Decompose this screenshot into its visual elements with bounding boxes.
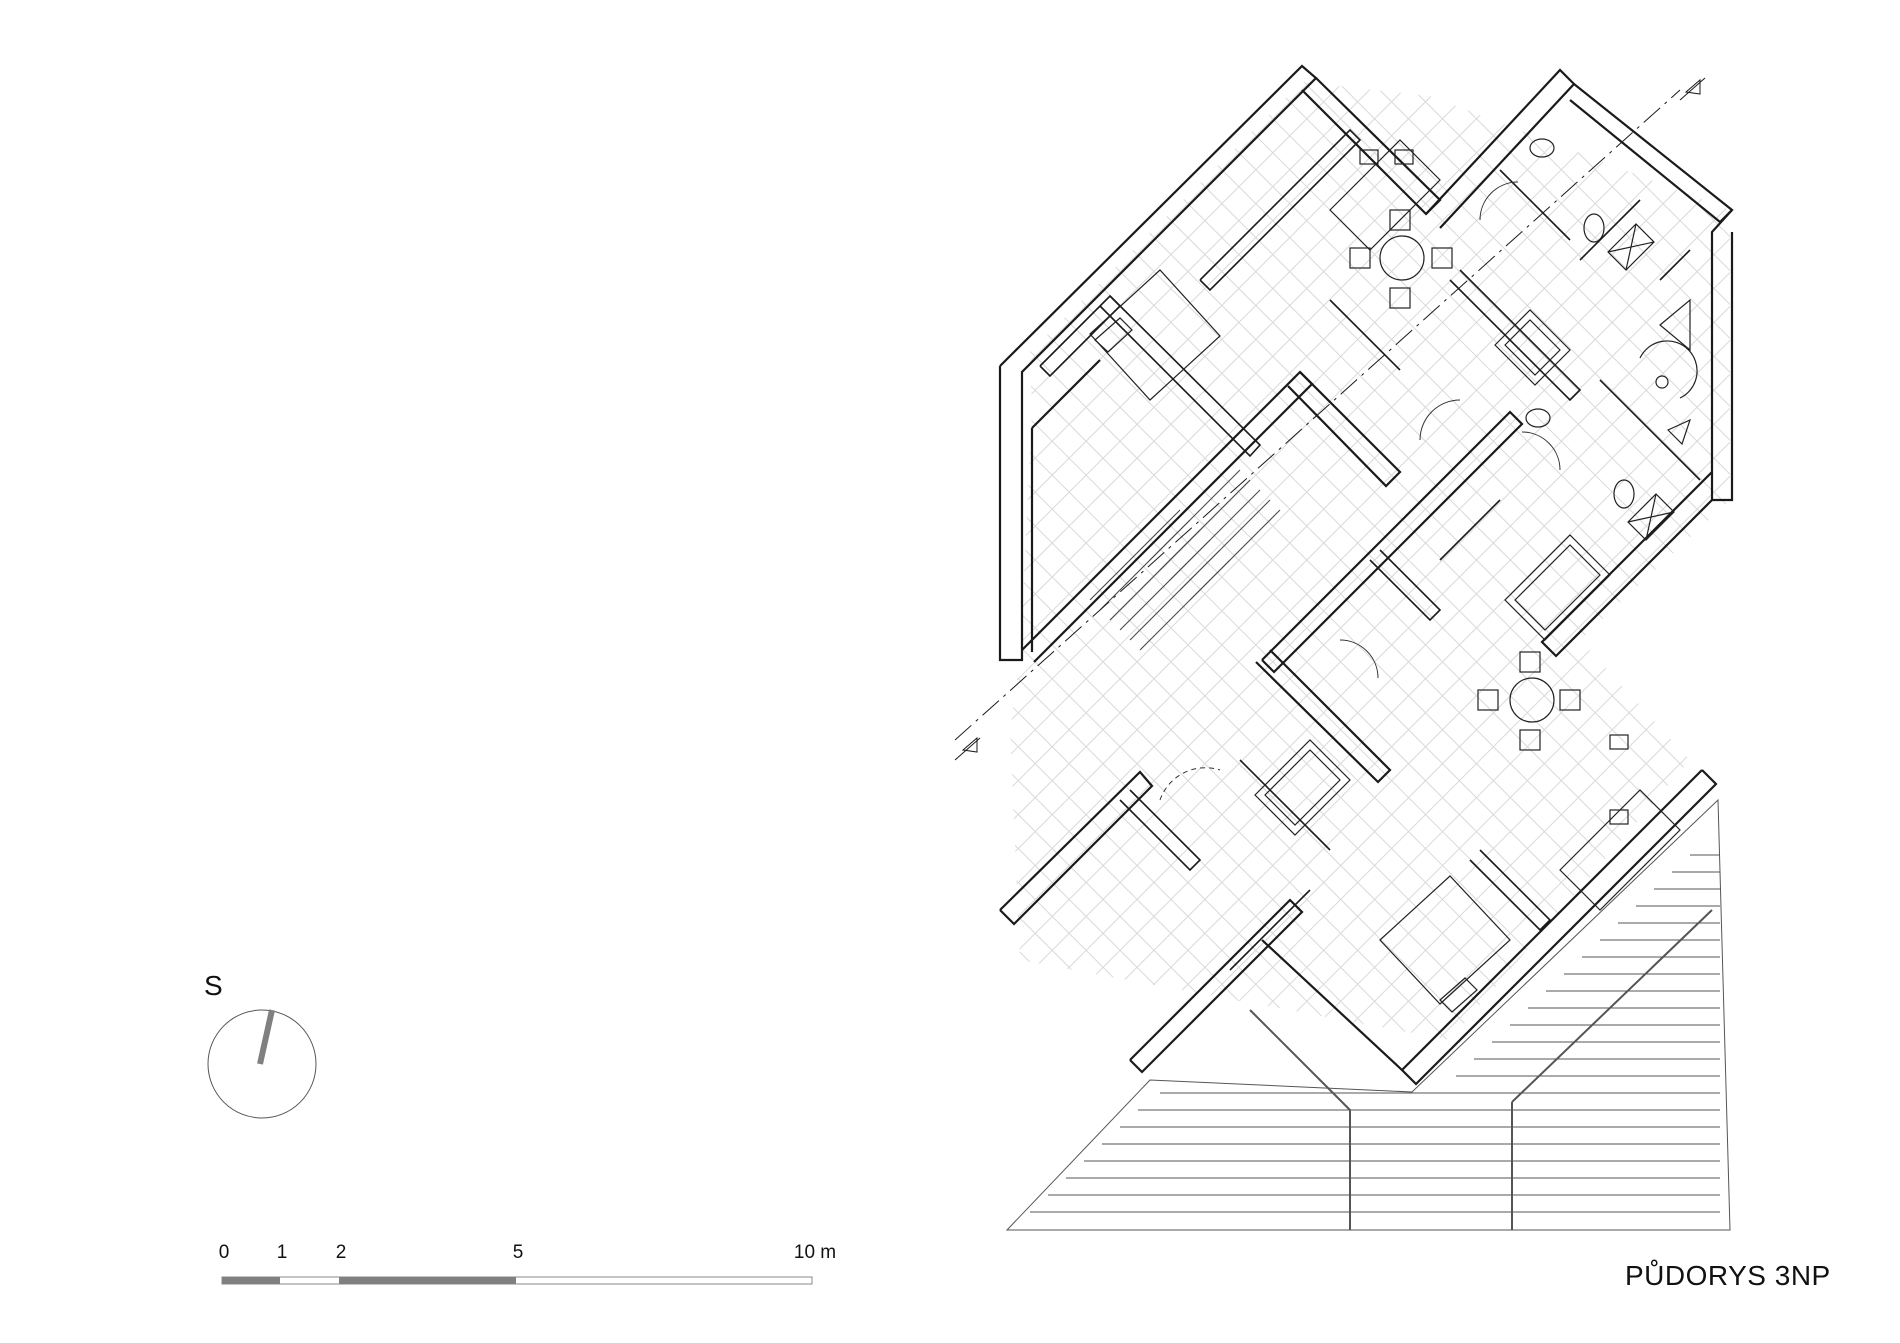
living-furniture [1254, 309, 1611, 836]
north-label: S [204, 970, 223, 1001]
bed-upper [1089, 269, 1221, 401]
dining-table-lower [1477, 651, 1581, 751]
dining-table-upper [1349, 209, 1453, 309]
scale-tick-2: 2 [335, 1242, 347, 1263]
outer-walls [998, 64, 1734, 1086]
bed-lower [1379, 875, 1511, 1013]
north-arrow [207, 1009, 317, 1119]
scale-tick-0: 0 [218, 1242, 230, 1263]
bathroom-fixtures [1525, 138, 1698, 541]
scale-tick-1: 1 [276, 1242, 288, 1263]
section-line [954, 77, 1706, 761]
plan-title: PŮDORYS 3NP [1625, 1260, 1831, 1291]
scale-tick-5: 5 [512, 1242, 524, 1263]
scale-tick-10: 10 m [793, 1242, 837, 1263]
kitchen-counters [1329, 139, 1681, 911]
staircase [1089, 469, 1281, 651]
scale-bar [221, 1276, 813, 1285]
roof-terrace [1005, 798, 1731, 1231]
door-swings [1159, 181, 1561, 801]
